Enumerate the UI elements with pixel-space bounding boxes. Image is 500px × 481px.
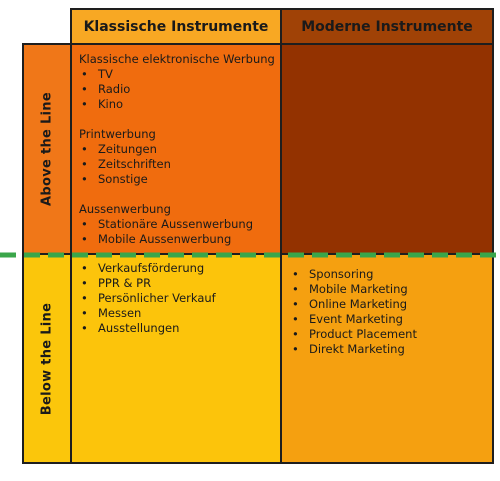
- list-item: PPR & PR: [79, 276, 279, 291]
- group-list: Stationäre Aussenwerbung Mobile Aussenwe…: [79, 217, 279, 247]
- list-item: Verkaufsförderung: [79, 261, 279, 276]
- row-header-above-the-line: Above the Line: [22, 43, 72, 255]
- list-item: Sponsoring: [290, 267, 490, 282]
- group-list: TV Radio Kino: [79, 67, 279, 112]
- row-header-above-label: Above the Line: [39, 92, 55, 206]
- group-title: Klassische elektronische Werbung: [79, 52, 275, 66]
- list-item: Event Marketing: [290, 312, 490, 327]
- below-modern-list: Sponsoring Mobile Marketing Online Marke…: [290, 267, 490, 357]
- list-item: Persönlicher Verkauf: [79, 291, 279, 306]
- list-item: TV: [79, 67, 279, 82]
- list-item: Online Marketing: [290, 297, 490, 312]
- column-header-classic-label: Klassische Instrumente: [83, 18, 269, 35]
- list-item: Mobile Marketing: [290, 282, 490, 297]
- column-header-classic: Klassische Instrumente: [70, 8, 282, 45]
- row-header-below-the-line: Below the Line: [22, 253, 72, 464]
- list-item: Radio: [79, 82, 279, 97]
- below-classic-list: Verkaufsförderung PPR & PR Persönlicher …: [79, 261, 279, 336]
- list-item: Mobile Aussenwerbung: [79, 232, 279, 247]
- list-item: Direkt Marketing: [290, 342, 490, 357]
- list-item: Zeitungen: [79, 142, 279, 157]
- list-item: Product Placement: [290, 327, 490, 342]
- column-header-modern: Moderne Instrumente: [280, 8, 494, 45]
- list-item: Ausstellungen: [79, 321, 279, 336]
- list-item: Stationäre Aussenwerbung: [79, 217, 279, 232]
- row-header-below-label: Below the Line: [39, 302, 55, 415]
- quadrant-above-modern: [280, 43, 494, 255]
- below-modern-content: Sponsoring Mobile Marketing Online Marke…: [290, 267, 490, 357]
- group-title: Printwerbung: [79, 127, 156, 141]
- list-item: Sonstige: [79, 172, 279, 187]
- list-item: Kino: [79, 97, 279, 112]
- list-item: Zeitschriften: [79, 157, 279, 172]
- above-below-divider-line: [0, 252, 500, 258]
- list-item: Messen: [79, 306, 279, 321]
- group-title: Aussenwerbung: [79, 202, 171, 216]
- above-classic-content: Klassische elektronische Werbung TV Radi…: [79, 52, 279, 247]
- column-header-modern-label: Moderne Instrumente: [301, 18, 473, 35]
- below-classic-content: Verkaufsförderung PPR & PR Persönlicher …: [79, 261, 279, 336]
- group-list: Zeitungen Zeitschriften Sonstige: [79, 142, 279, 187]
